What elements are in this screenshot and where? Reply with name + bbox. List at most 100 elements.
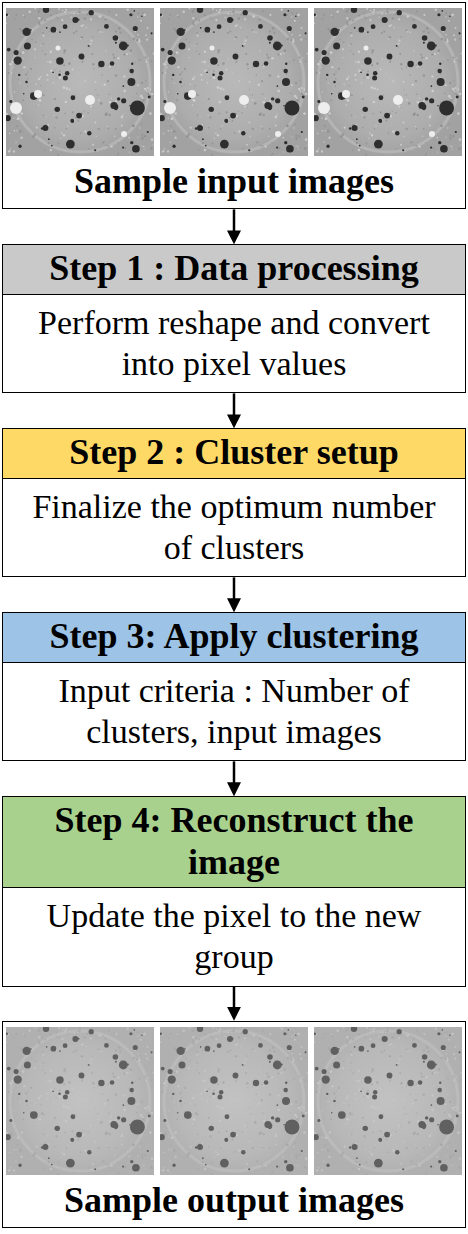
pore	[359, 27, 365, 33]
grain-speck	[59, 70, 61, 72]
grain-speck	[228, 1077, 229, 1078]
pore	[283, 105, 285, 107]
pore	[6, 1134, 11, 1140]
grain-speck	[269, 1093, 271, 1095]
grain-speck	[448, 20, 450, 22]
grain-speck	[89, 43, 91, 45]
grain-speck	[138, 1057, 140, 1059]
grain-speck	[68, 88, 70, 90]
grain-speck	[30, 1102, 31, 1103]
grain-speck	[142, 99, 144, 101]
grain-speck	[53, 82, 55, 84]
pore	[218, 1094, 223, 1099]
grain-speck	[58, 8, 60, 10]
grain-speck	[358, 50, 360, 52]
pore	[18, 1163, 21, 1166]
grain-speck	[63, 64, 65, 66]
grain-speck	[358, 15, 360, 17]
pore	[439, 63, 441, 65]
grain-speck	[445, 34, 447, 36]
grain-speck	[208, 1088, 209, 1089]
grain-speck	[395, 112, 397, 114]
pore	[314, 14, 316, 17]
pore	[284, 141, 287, 144]
grain-speck	[17, 118, 19, 120]
grain-speck	[208, 66, 209, 67]
grain-speck	[295, 136, 297, 138]
pore	[326, 74, 328, 76]
grain-speck	[192, 10, 194, 12]
pore	[63, 24, 68, 29]
grain-speck	[100, 102, 103, 105]
grain-speck	[55, 12, 56, 13]
grain-speck	[61, 132, 63, 134]
grain-speck	[450, 139, 452, 141]
grain-speck	[238, 1099, 240, 1101]
grain-speck	[43, 94, 45, 96]
grain-speck	[457, 112, 460, 115]
grain-speck	[39, 8, 41, 10]
bright-inclusion	[56, 46, 61, 51]
grain-speck	[41, 18, 43, 20]
grain-speck	[291, 1053, 293, 1055]
pore	[113, 1123, 118, 1128]
grain-speck	[246, 1082, 248, 1084]
grain-speck	[238, 111, 239, 112]
grain-speck	[35, 1102, 37, 1104]
grain-speck	[423, 14, 425, 16]
grain-speck	[416, 128, 418, 130]
grain-speck	[296, 97, 298, 99]
pore	[276, 1165, 278, 1167]
grain-speck	[295, 82, 297, 84]
pore	[197, 1027, 203, 1032]
pore	[160, 115, 165, 121]
grain-speck	[412, 19, 414, 21]
grain-speck	[246, 1163, 248, 1165]
grain-speck	[249, 1108, 250, 1109]
grain-speck	[305, 51, 306, 52]
grain-speck	[27, 86, 28, 87]
grain-speck	[226, 69, 228, 71]
grain-speck	[296, 1118, 298, 1120]
grain-speck	[447, 127, 449, 129]
grain-speck	[366, 18, 367, 19]
grain-speck	[265, 1116, 267, 1118]
grain-speck	[102, 1160, 104, 1162]
grain-speck	[335, 78, 337, 80]
grain-speck	[164, 1133, 166, 1135]
pore	[168, 56, 176, 64]
grain-speck	[388, 36, 391, 39]
grain-speck	[96, 95, 97, 96]
grain-speck	[6, 1041, 7, 1043]
grain-speck	[177, 66, 179, 68]
grain-speck	[269, 1147, 271, 1149]
grain-speck	[146, 1046, 148, 1048]
grain-speck	[135, 1080, 136, 1081]
grain-speck	[211, 154, 213, 156]
pore	[134, 10, 136, 12]
grain-speck	[11, 72, 13, 74]
grain-speck	[86, 27, 87, 28]
grain-speck	[192, 1096, 194, 1098]
grain-speck	[49, 1050, 50, 1051]
grain-speck	[168, 1136, 169, 1137]
grain-speck	[229, 31, 231, 33]
grain-speck	[437, 152, 438, 153]
grain-speck	[137, 16, 138, 17]
grain-speck	[189, 1060, 191, 1062]
grain-speck	[275, 116, 278, 119]
pore	[284, 1160, 287, 1163]
grain-speck	[412, 148, 413, 149]
grain-speck	[262, 1084, 265, 1087]
pore	[382, 17, 388, 23]
pore	[168, 1069, 173, 1074]
grain-speck	[105, 1069, 106, 1070]
grain-speck	[252, 1146, 254, 1148]
grain-speck	[197, 1113, 199, 1115]
pore	[172, 1092, 174, 1094]
grain-speck	[246, 63, 248, 65]
pore	[295, 1034, 297, 1036]
grain-speck	[289, 1080, 290, 1081]
grain-speck	[296, 139, 298, 141]
grain-speck	[418, 146, 420, 148]
